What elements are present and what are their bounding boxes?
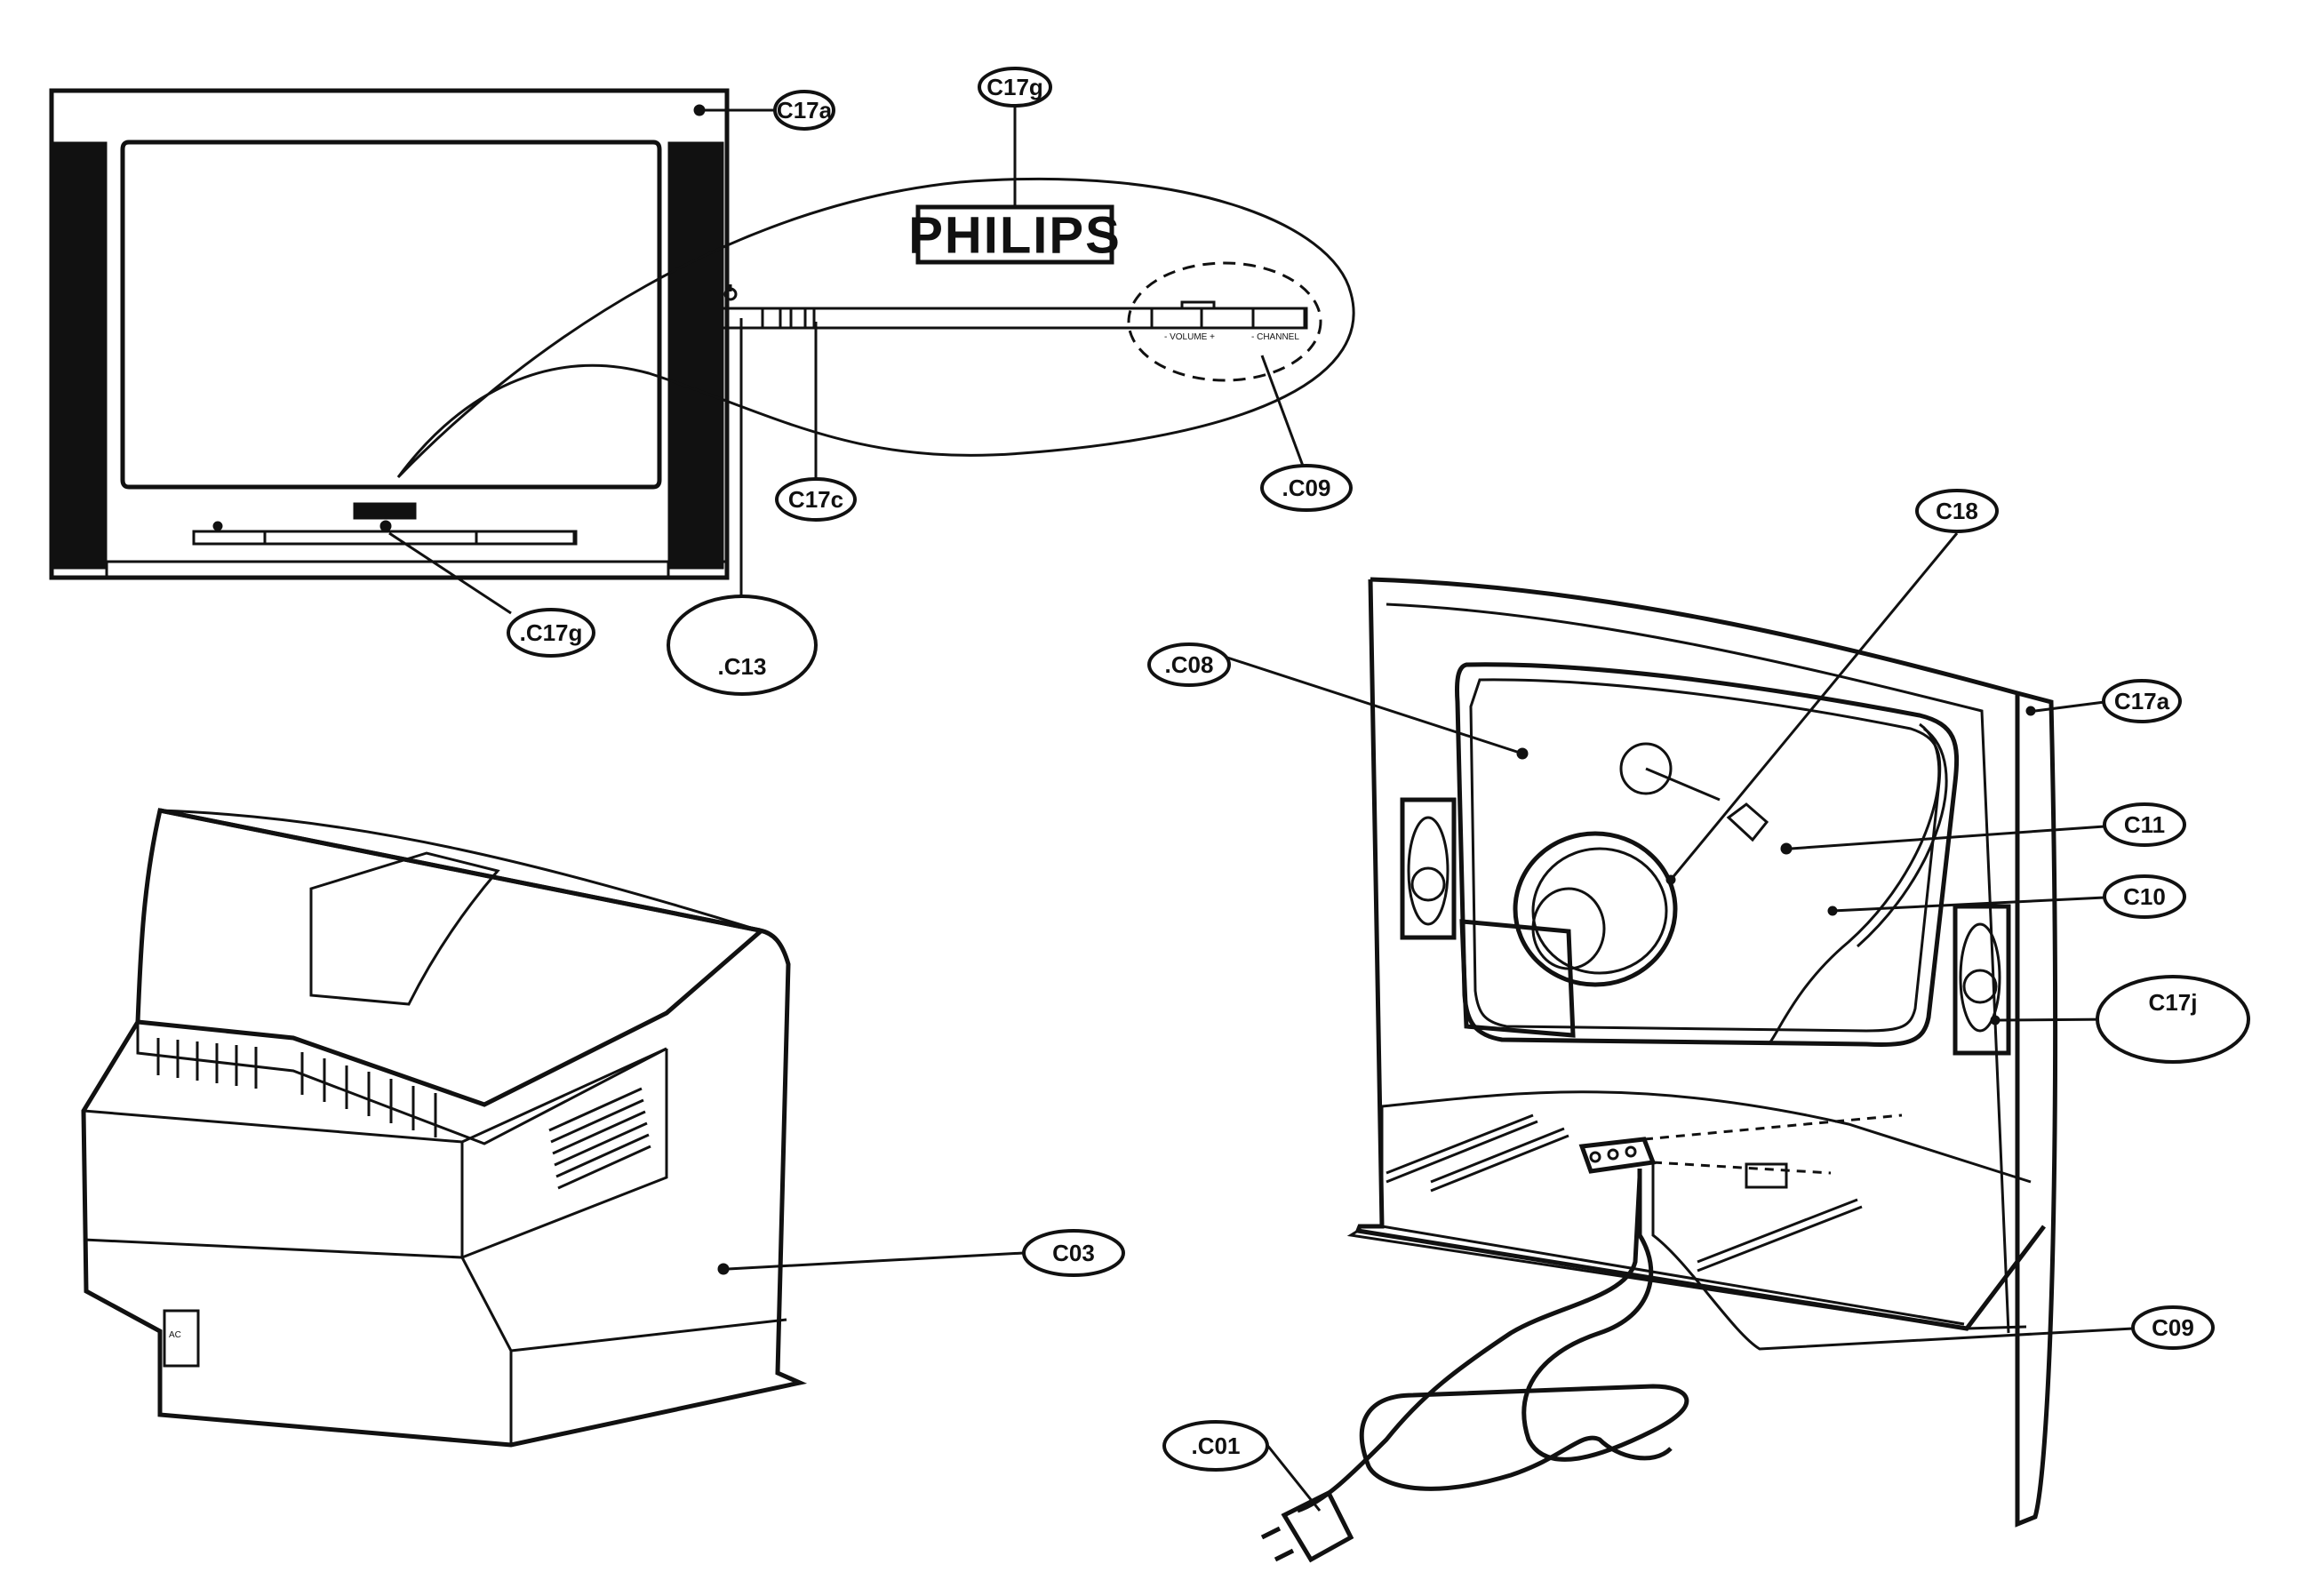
svg-text:.C13: .C13	[718, 653, 767, 680]
callout-c17j: C17j	[2096, 975, 2250, 1064]
callout-c09-rear: C09	[2131, 1305, 2215, 1350]
front-logo-badge	[353, 502, 417, 520]
philips-logo: PHILIPS	[908, 204, 1122, 265]
callout-c17g-top: C17g	[978, 67, 1052, 108]
screen	[120, 140, 662, 490]
svg-text:C17a: C17a	[2114, 688, 2170, 714]
svg-text:C18: C18	[1936, 498, 1978, 524]
open-chassis-view	[1260, 577, 2058, 1563]
leader-lines	[388, 105, 2134, 1512]
c17j-dot	[1990, 1015, 2001, 1025]
svg-text:C17c: C17c	[788, 486, 843, 513]
callout-c08: .C08	[1147, 642, 1231, 687]
callout-c11: C11	[2103, 802, 2186, 847]
callout-c10: C10	[2103, 874, 2186, 919]
callout-c17a-front: C17a	[773, 90, 835, 131]
c17a-dot-front	[693, 104, 706, 116]
front-control-strip	[192, 530, 578, 546]
power-cord	[1359, 1169, 1689, 1491]
c17a-dot-rear	[2025, 706, 2036, 716]
svg-text:C03: C03	[1052, 1240, 1095, 1266]
svg-text:.C09: .C09	[1282, 475, 1331, 501]
callout-c13: .C13	[667, 595, 818, 696]
callout-c17g-front: .C17g	[507, 608, 595, 658]
svg-text:.C08: .C08	[1165, 651, 1214, 678]
crt-tube	[1455, 662, 1960, 1048]
right-speaker-grille	[667, 141, 724, 570]
callout-c03: C03	[1022, 1229, 1125, 1277]
rear-cover-outline	[81, 808, 808, 1448]
svg-text:C09: C09	[2152, 1314, 2194, 1341]
magnification-bubble	[396, 177, 1355, 479]
controls-dashed-circle	[1127, 261, 1322, 382]
svg-text:C10: C10	[2123, 883, 2166, 910]
svg-text:C17a: C17a	[777, 97, 833, 124]
left-speaker-grille	[51, 141, 108, 570]
svg-text:.C17g: .C17g	[520, 619, 583, 646]
svg-text:AC: AC	[169, 1330, 181, 1340]
callout-c01: .C01	[1162, 1420, 1269, 1472]
callout-c17a-rear: C17a	[2102, 679, 2182, 723]
svg-text:C11: C11	[2124, 811, 2165, 838]
callout-c18: C18	[1915, 489, 1999, 533]
svg-text:C17j: C17j	[2149, 989, 2198, 1016]
rear-cover-view: AC	[81, 808, 808, 1448]
c11-dot	[1780, 842, 1793, 855]
callout-c09-front: .C09	[1260, 464, 1353, 512]
power-plug	[1260, 1489, 1354, 1563]
chassis-frame	[1370, 577, 2058, 1528]
svg-text:.C01: .C01	[1192, 1432, 1241, 1459]
tv-front-view: - VOLUME + - CHANNEL PHILIPS	[49, 88, 1355, 580]
c03-dot	[717, 1263, 730, 1275]
svg-text:- VOLUME +: - VOLUME +	[1164, 332, 1215, 342]
philips-logo-text: PHILIPS	[908, 207, 1122, 265]
svg-text:C17g: C17g	[986, 74, 1043, 100]
svg-text:- CHANNEL: - CHANNEL	[1251, 332, 1299, 342]
callout-c17c: C17c	[775, 477, 857, 522]
